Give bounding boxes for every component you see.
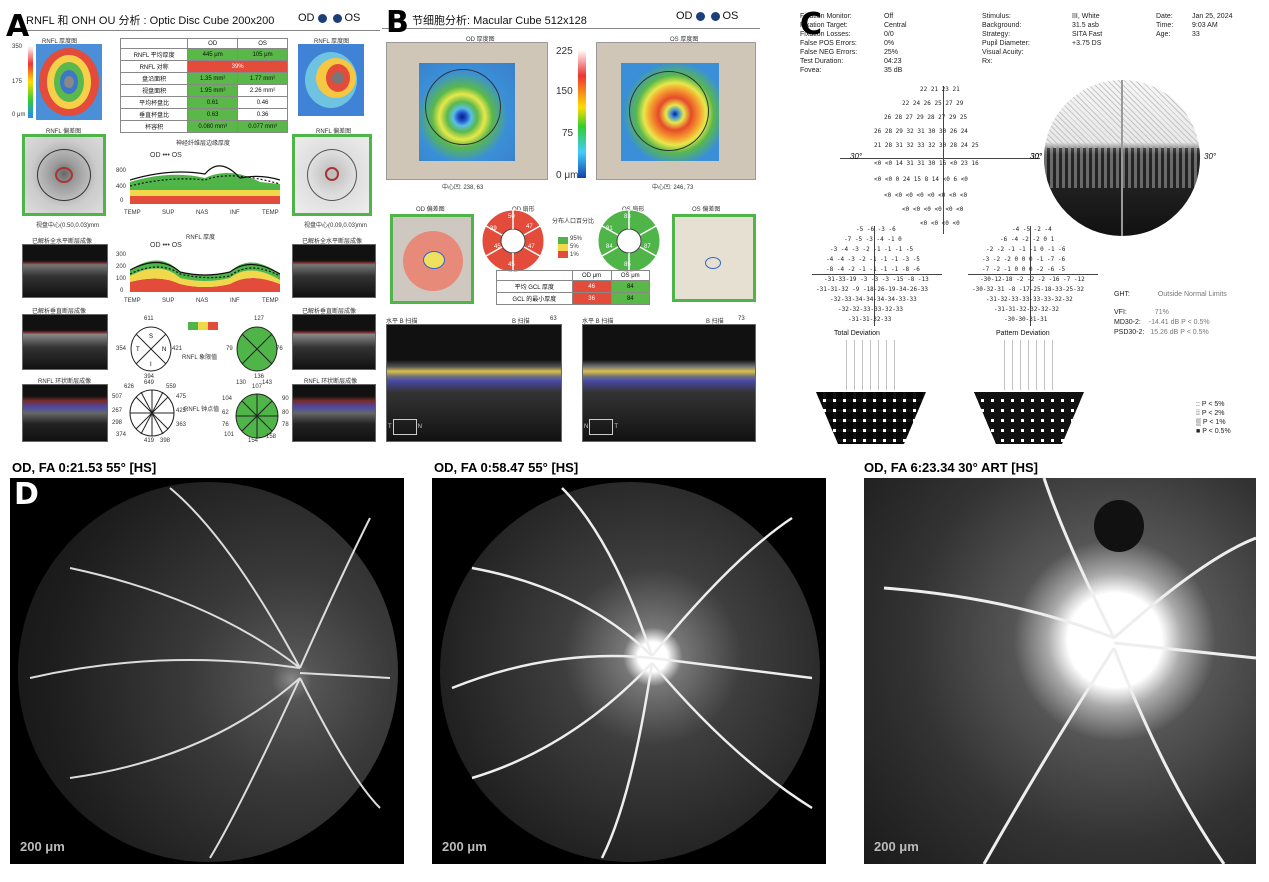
panel-label-d: D bbox=[14, 477, 39, 512]
circle-scan-od bbox=[22, 384, 108, 442]
svg-text:T: T bbox=[136, 347, 140, 353]
horizontal-scan-od bbox=[22, 244, 108, 298]
rnfl-thickness-map-od bbox=[36, 44, 102, 120]
svg-text:I: I bbox=[150, 362, 152, 368]
panel-label-a: A bbox=[6, 9, 30, 44]
fa-title-1: OD, FA 0:21.53 55° [HS] bbox=[12, 460, 157, 475]
vf-pd-probability bbox=[974, 340, 1084, 444]
panel-a-title: RNFL 和 ONH OU 分析 : Optic Disc Cube 200x2… bbox=[26, 15, 275, 27]
vf-indices: GHT: Outside Normal Limits VFI: 71% MD30… bbox=[1114, 291, 1227, 336]
rnfl-thickness-label-od: RNFL 厚度图 bbox=[42, 39, 78, 45]
horizontal-scan-os bbox=[292, 244, 376, 298]
vertical-scan-od bbox=[22, 314, 108, 370]
fa-title-2: OD, FA 0:58.47 55° [HS] bbox=[434, 460, 579, 475]
svg-text:S: S bbox=[149, 334, 153, 340]
circle-scan-os bbox=[292, 384, 376, 442]
rnfl-clock-od bbox=[129, 389, 175, 437]
fa-image-early: 200 μm bbox=[10, 478, 404, 864]
tsnit-graph-upper bbox=[130, 160, 280, 204]
macular-thickness-os bbox=[596, 42, 756, 180]
svg-text:N: N bbox=[162, 347, 166, 353]
rnfl-thickness-map-os bbox=[298, 44, 364, 116]
macular-deviation-os bbox=[672, 214, 756, 302]
vf-grayscale bbox=[1044, 80, 1200, 236]
vf-params-mid: Stimulus:Background:Strategy:Pupil Diame… bbox=[982, 13, 1030, 65]
colorbar-od bbox=[28, 46, 33, 118]
macular-colorbar bbox=[578, 50, 586, 178]
rnfl-deviation-od bbox=[22, 134, 106, 216]
vf-total-deviation: -5 -6 -3 -6 -7 -5 -3 -4 -1 0 -3 -4 -3 -2… bbox=[812, 226, 952, 326]
macular-thickness-od bbox=[386, 42, 548, 180]
macular-deviation-od bbox=[390, 214, 474, 304]
rnfl-quadrant-od: S T N I bbox=[130, 326, 172, 372]
panel-b-title: 节细胞分析: Macular Cube 512x128 bbox=[412, 15, 587, 27]
rnfl-clock-os bbox=[235, 393, 279, 439]
gcl-legend bbox=[558, 230, 568, 258]
fa-title-3: OD, FA 6:23.34 30° ART [HS] bbox=[864, 460, 1039, 475]
rnfl-thickness-label-os: RNFL 厚度图 bbox=[314, 39, 350, 45]
panel-c: C Fixation Monitor:Fixation Target:Fixat… bbox=[760, 0, 1269, 450]
panel-d: D OD, FA 0:21.53 55° [HS] 200 μm OD, FA … bbox=[0, 450, 1269, 882]
vf-td-probability bbox=[816, 340, 926, 444]
vertical-scan-os bbox=[292, 314, 376, 370]
panel-label-b: B bbox=[386, 5, 409, 40]
gcl-sector-os bbox=[597, 209, 661, 273]
panel-a: A RNFL 和 ONH OU 分析 : Optic Disc Cube 200… bbox=[0, 0, 382, 450]
vf-params-left: Fixation Monitor:Fixation Target:Fixatio… bbox=[800, 13, 858, 74]
vf-params-right: Date:Time:Age: bbox=[1156, 13, 1174, 38]
quadrant-legend bbox=[178, 322, 218, 330]
fa-image-mid: 200 μm bbox=[432, 478, 826, 864]
vf-prob-legend: :: P < 5% ⁞⁞ P < 2% ▒ P < 1% ■ P < 0.5% bbox=[1196, 401, 1231, 435]
vf-threshold-grid: 22 21 23 21 22 24 26 25 27 29 26 28 27 2… bbox=[840, 86, 1040, 236]
vf-pattern-deviation: -4 -5 -2 -4 -6 -4 -2 -2 0 1 -2 -2 -1 -1 … bbox=[968, 226, 1108, 326]
tsnit-graph-lower bbox=[130, 260, 280, 292]
rnfl-deviation-os bbox=[292, 134, 372, 216]
panel-label-c: C bbox=[800, 7, 823, 42]
fa-image-late: 200 μm bbox=[864, 478, 1256, 864]
rnfl-quadrant-os bbox=[236, 326, 278, 372]
